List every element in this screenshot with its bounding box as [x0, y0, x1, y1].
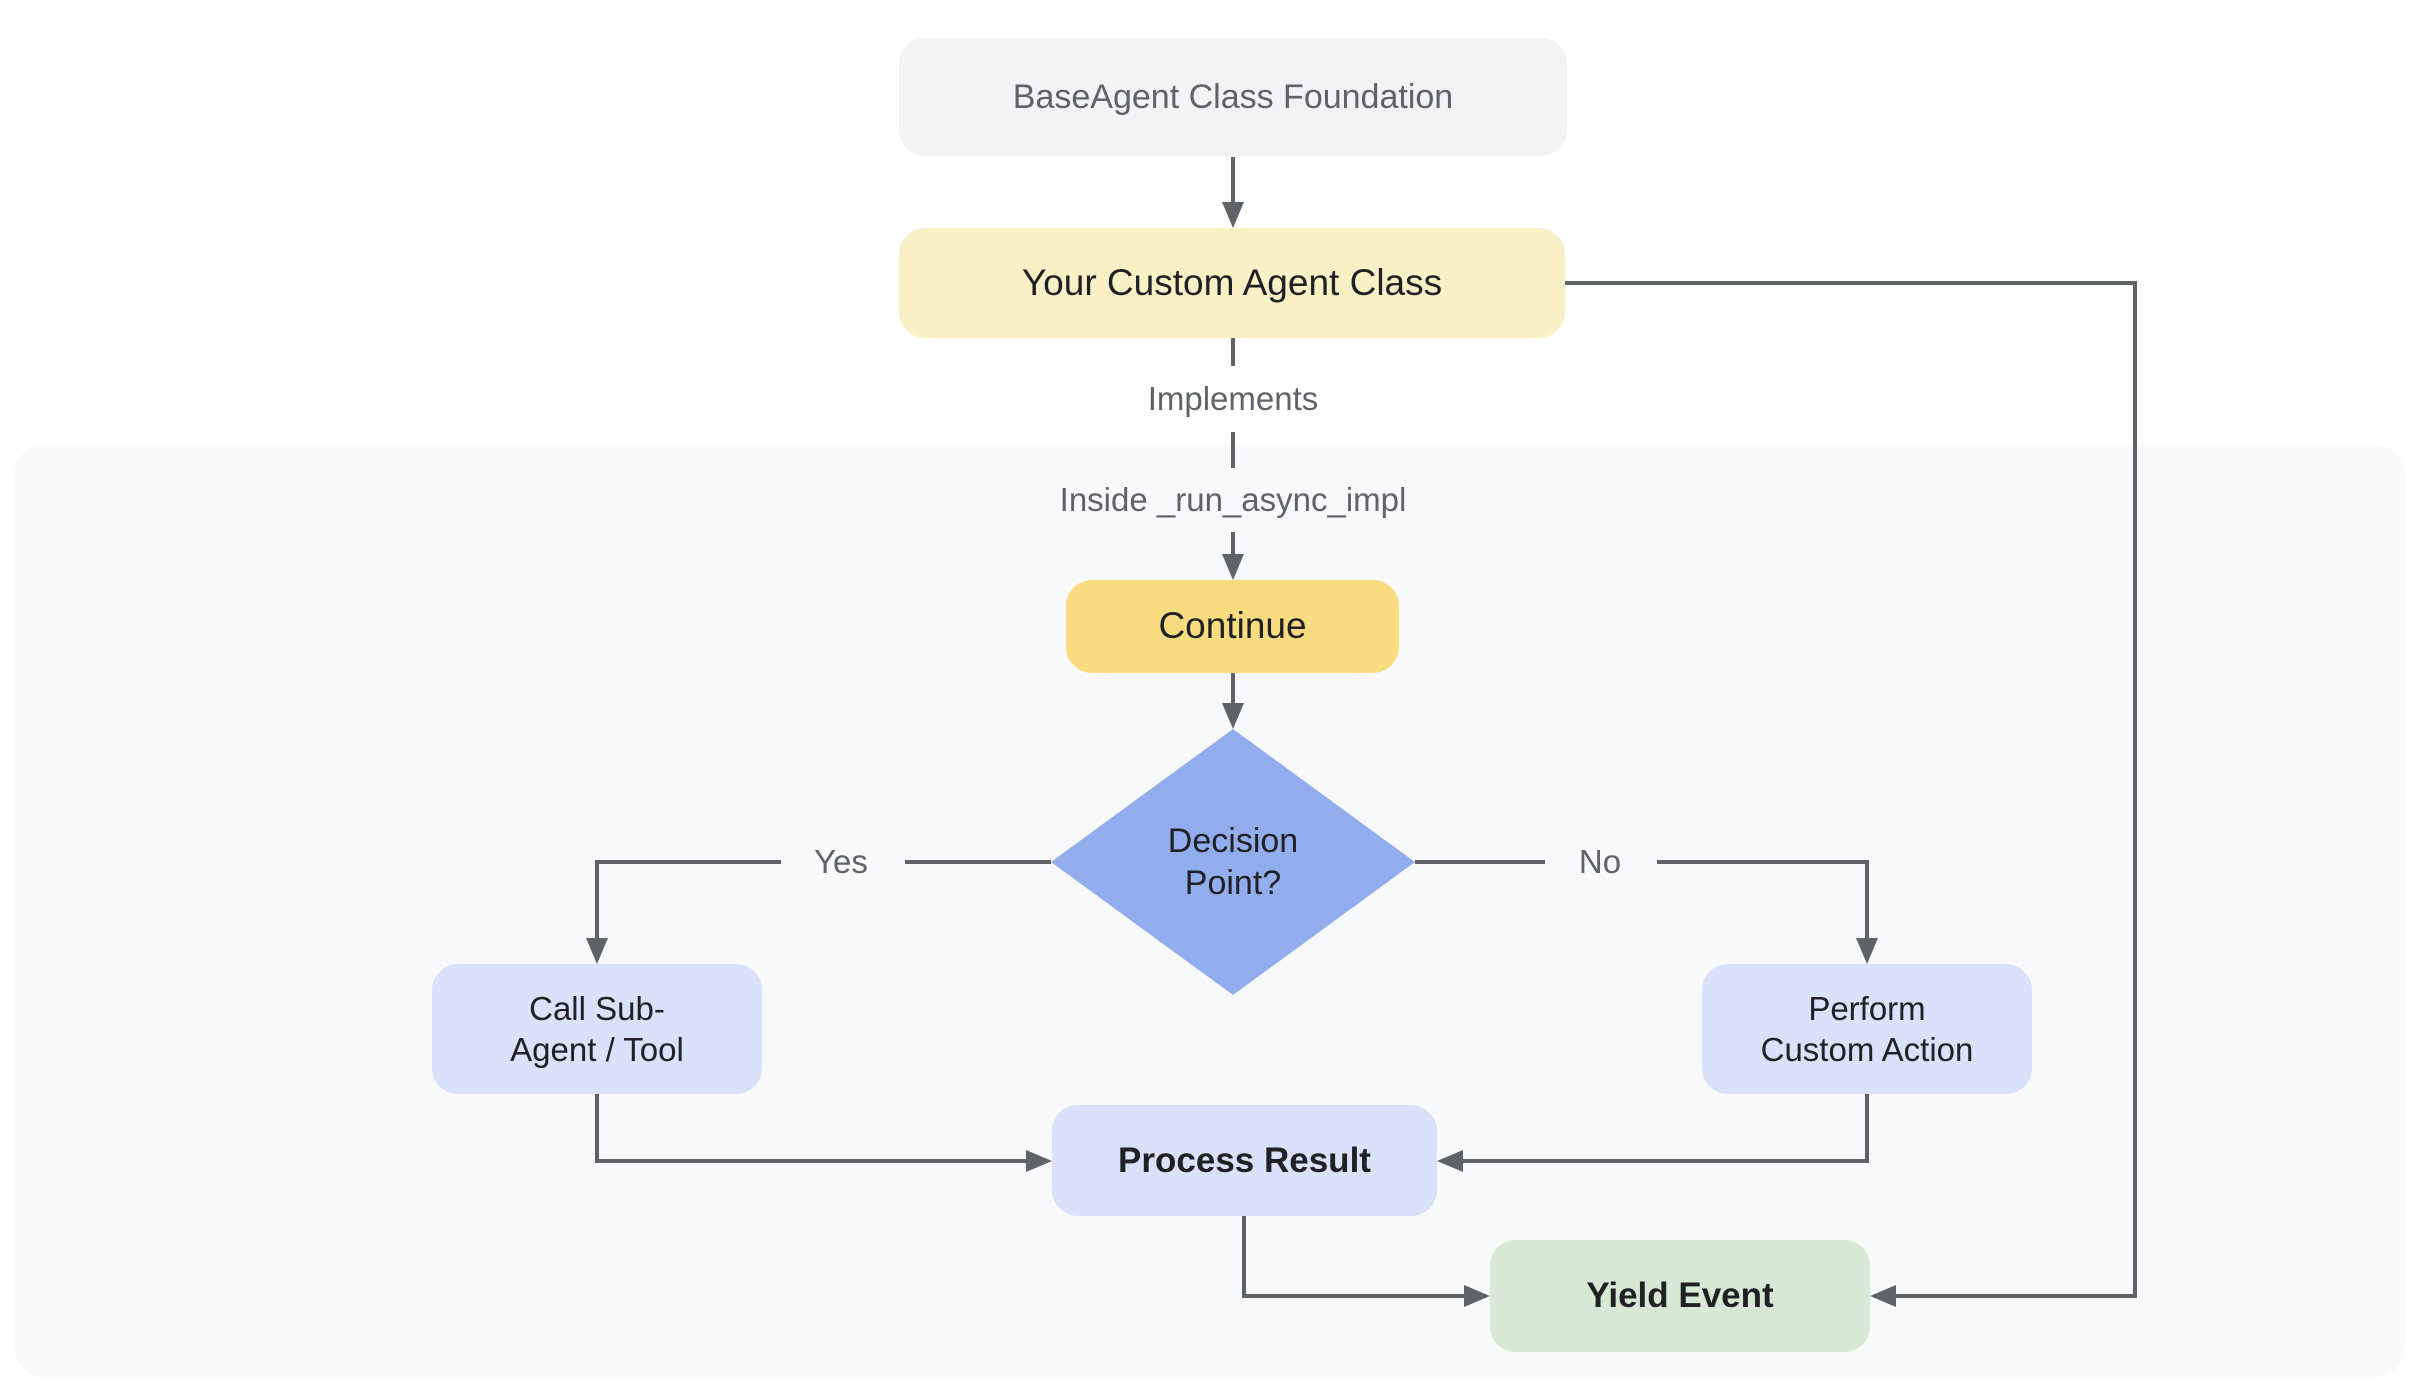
node-your-custom-agent-class: Your Custom Agent Class	[899, 228, 1565, 338]
node-label: Yield Event	[1586, 1276, 1774, 1316]
node-continue: Continue	[1066, 580, 1399, 673]
edge-label-no: No	[1578, 843, 1622, 880]
node-label: BaseAgent Class Foundation	[1012, 77, 1454, 116]
edge-label-implements: Implements	[1147, 380, 1319, 417]
node-base-agent-class-foundation: BaseAgent Class Foundation	[899, 38, 1567, 156]
node-label: Process Result	[1118, 1140, 1371, 1180]
node-call-sub-agent-tool: Call Sub- Agent / Tool	[432, 964, 762, 1094]
node-yield-event: Yield Event	[1490, 1240, 1870, 1352]
edge-label-yes: Yes	[814, 843, 868, 880]
node-label: Decision Point?	[1167, 821, 1299, 903]
node-label: Call Sub- Agent / Tool	[510, 989, 684, 1068]
edge-label-inside-run-async-impl: Inside _run_async_impl	[1059, 481, 1407, 518]
node-label: Perform Custom Action	[1760, 989, 1974, 1068]
node-label: Continue	[1158, 605, 1307, 647]
node-process-result: Process Result	[1052, 1105, 1437, 1216]
node-label: Your Custom Agent Class	[1021, 261, 1443, 303]
node-perform-custom-action: Perform Custom Action	[1702, 964, 2032, 1094]
